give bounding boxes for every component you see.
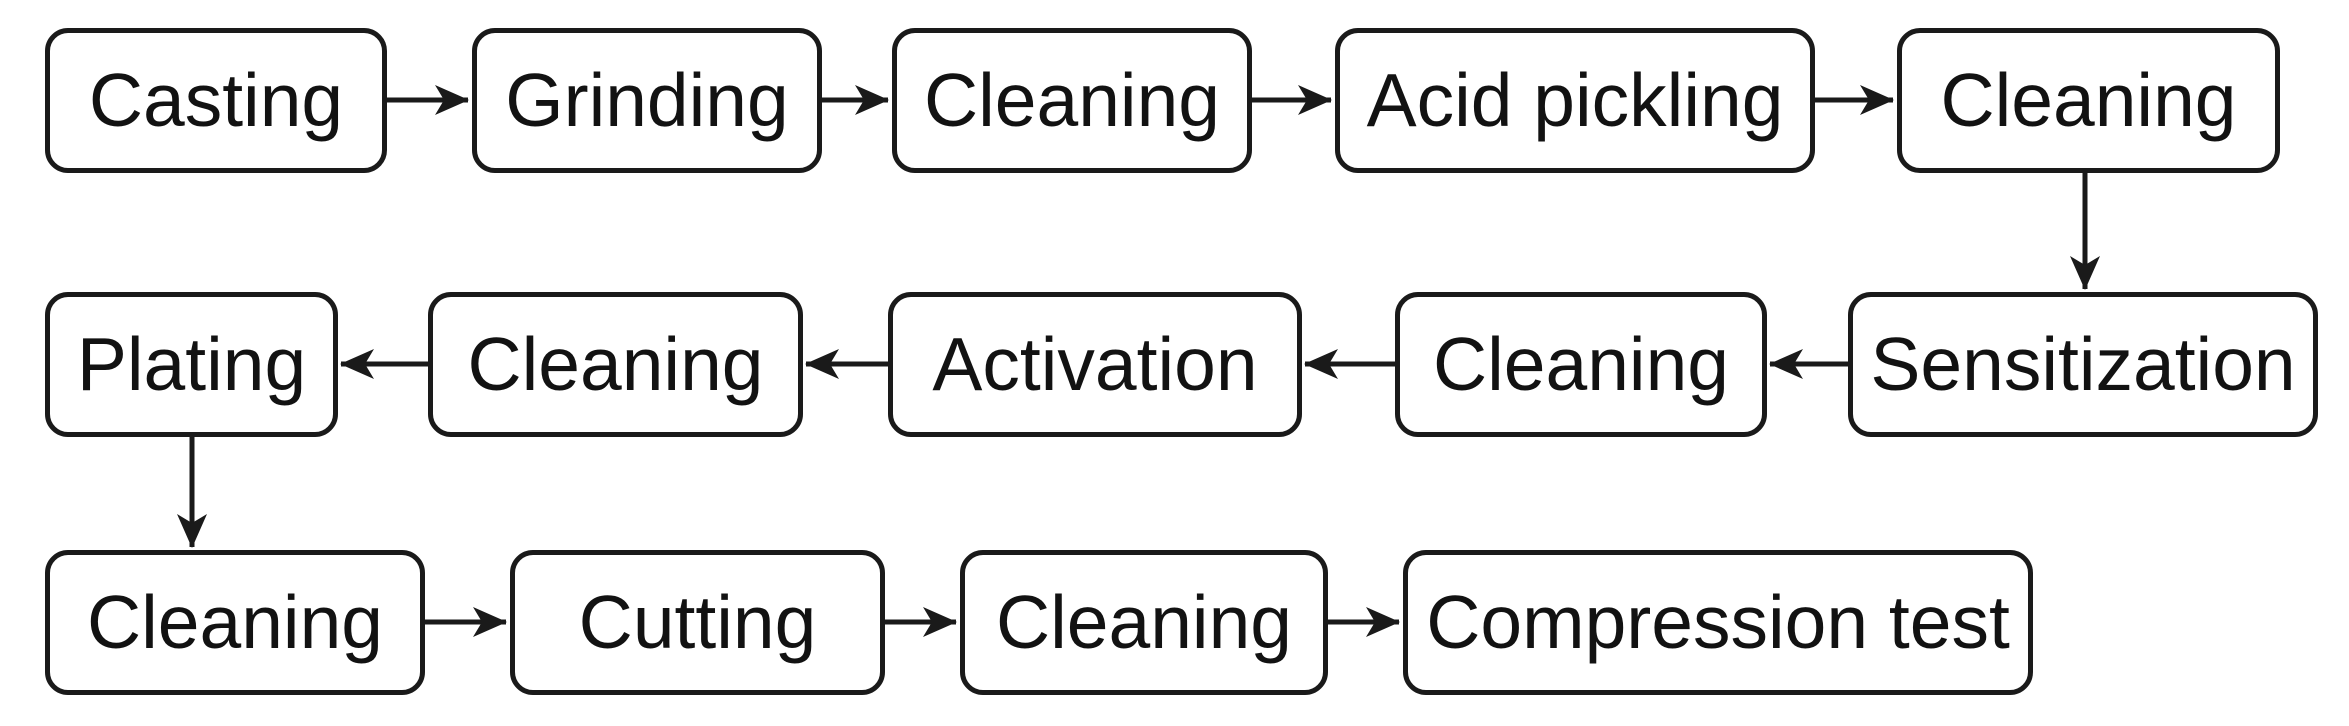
flow-step-cleaning-6: Cleaning	[45, 550, 425, 695]
flow-step-casting: Casting	[45, 28, 387, 173]
flow-step-sensitization: Sensitization	[1848, 292, 2318, 437]
flow-step-cleaning-5: Cleaning	[428, 292, 803, 437]
flow-step-acid-pickling: Acid pickling	[1335, 28, 1815, 173]
flow-step-plating: Plating	[45, 292, 338, 437]
flow-step-cleaning-4: Cleaning	[1395, 292, 1767, 437]
flow-step-cleaning-2: Cleaning	[1897, 28, 2280, 173]
flow-step-cutting: Cutting	[510, 550, 885, 695]
flow-step-cleaning-1: Cleaning	[892, 28, 1252, 173]
flow-step-compression-test: Compression test	[1403, 550, 2033, 695]
flow-step-activation: Activation	[888, 292, 1302, 437]
flow-step-grinding: Grinding	[472, 28, 822, 173]
flow-step-cleaning-7: Cleaning	[960, 550, 1328, 695]
